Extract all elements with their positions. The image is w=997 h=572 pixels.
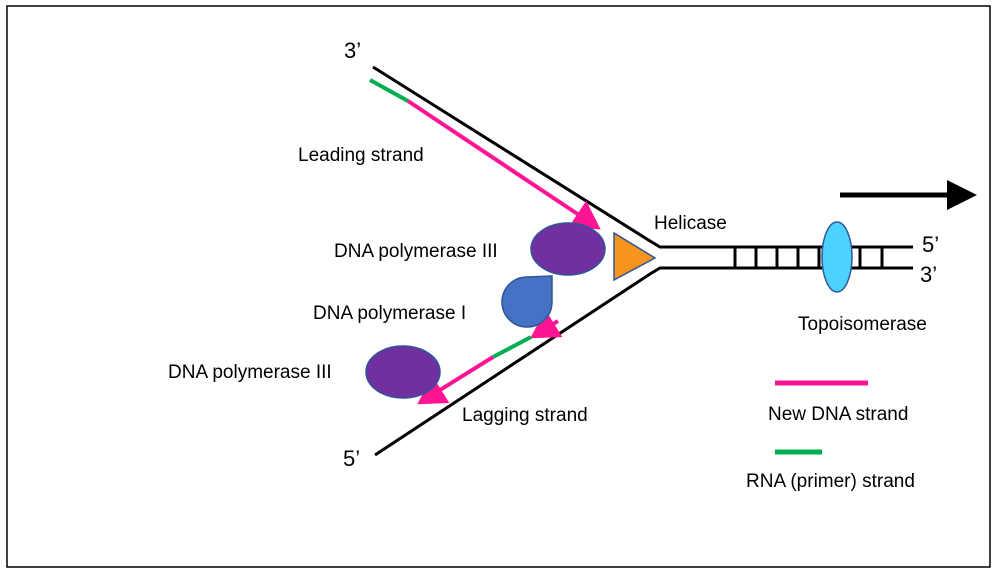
legend-label-rna-primer: RNA (primer) strand bbox=[746, 471, 915, 492]
leading-rna-primer bbox=[369, 78, 409, 103]
legend-label-new-dna: New DNA strand bbox=[768, 404, 908, 425]
lagging-okazaki-arrow-short bbox=[530, 309, 563, 339]
lagging-new-dna-arrow bbox=[417, 355, 495, 405]
label-helicase: Helicase bbox=[654, 213, 727, 234]
label-right-5prime: 5’ bbox=[922, 232, 939, 257]
base-pair-rungs bbox=[733, 247, 884, 268]
label-right-3prime: 3’ bbox=[920, 262, 937, 287]
label-leading-strand: Leading strand bbox=[298, 145, 424, 166]
helicase-shape bbox=[613, 231, 657, 282]
label-topoisomerase: Topoisomerase bbox=[798, 314, 927, 335]
template-strand-bottom bbox=[374, 266, 913, 457]
leading-new-dna-arrow bbox=[406, 99, 601, 230]
label-lagging-strand: Lagging strand bbox=[462, 405, 588, 426]
label-top-3prime: 3’ bbox=[344, 38, 361, 63]
label-dna-polymerase-i: DNA polymerase I bbox=[313, 303, 466, 324]
dna-polymerase-i-shape bbox=[501, 275, 553, 328]
dna-polymerase-iii-bottom-shape bbox=[365, 345, 441, 399]
label-dna-polymerase-iii-bottom: DNA polymerase III bbox=[168, 362, 332, 383]
template-strand-top bbox=[372, 65, 913, 249]
topoisomerase-shape bbox=[821, 221, 853, 293]
lagging-rna-primer bbox=[492, 335, 532, 359]
label-bottom-5prime: 5’ bbox=[343, 446, 360, 471]
frame-border bbox=[6, 5, 991, 568]
dna-polymerase-iii-top-shape bbox=[530, 222, 606, 276]
legend: New DNA strand RNA (primer) strand bbox=[746, 380, 915, 492]
label-dna-polymerase-iii-top: DNA polymerase III bbox=[334, 241, 498, 262]
